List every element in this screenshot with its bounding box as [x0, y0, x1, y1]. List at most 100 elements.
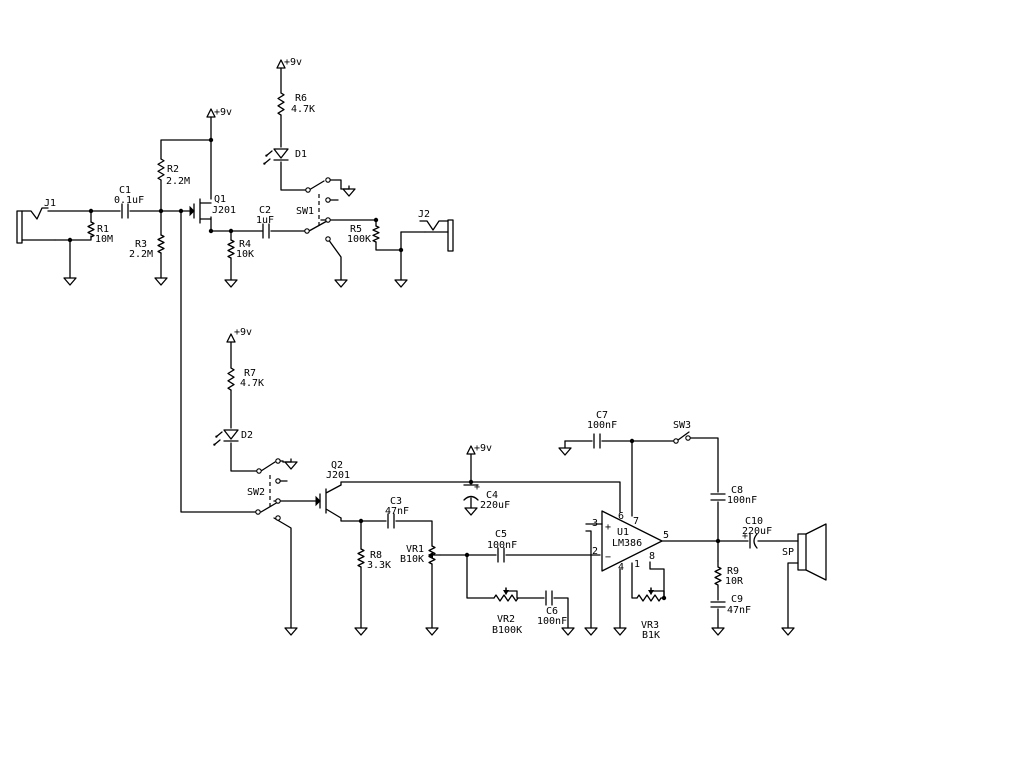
ground-icon — [224, 279, 238, 288]
resistor-icon — [157, 234, 165, 254]
component-ref: C2 — [259, 205, 271, 216]
pin-number: 8 — [649, 551, 655, 562]
led-icon — [223, 429, 239, 442]
led-d2: D2 — [213, 429, 253, 446]
resistor-icon — [227, 367, 235, 391]
supply-9v-d1: +9v — [276, 57, 302, 69]
switch-icon — [308, 180, 328, 232]
potentiometer-icon — [636, 594, 662, 602]
component-ref: C1 — [119, 185, 131, 196]
junction-dots — [67, 137, 721, 601]
component-value: 100nF — [727, 495, 757, 506]
ground-icon — [584, 627, 598, 636]
component-value: 10R — [725, 576, 744, 587]
component-value: 1uF — [256, 215, 274, 226]
jfet-icon — [199, 198, 212, 224]
jfet-icon — [325, 484, 342, 519]
ground-icon — [464, 507, 478, 516]
capacitor-icon — [497, 547, 505, 563]
polarity-mark: + — [474, 482, 480, 493]
resistor-r4: R4 10K — [227, 239, 254, 260]
component-ref: SW1 — [296, 206, 314, 217]
capacitor-icon — [710, 493, 726, 501]
pin-number: 3 — [592, 518, 598, 529]
component-value: B100K — [492, 625, 522, 636]
capacitor-icon — [545, 590, 553, 606]
component-ref: C3 — [390, 496, 402, 507]
capacitor-c6: C6 100nF — [537, 590, 567, 627]
led-icon — [273, 148, 289, 161]
ground-icon — [561, 627, 575, 636]
capacitor-c8: C8 100nF — [710, 485, 757, 506]
opamp-u1: + − 3 2 6 7 5 8 4 1 U1 LM386 — [585, 510, 669, 573]
component-value: 4.7K — [240, 378, 264, 389]
component-value: 100nF — [537, 616, 567, 627]
resistor-icon — [157, 158, 165, 181]
jack-j2: J2 — [418, 209, 454, 252]
component-value: J201 — [212, 205, 236, 216]
potentiometer-icon — [428, 552, 433, 558]
power-arrow-icon — [466, 445, 476, 455]
supply-label: +9v — [474, 443, 492, 454]
jack-icon — [419, 220, 449, 231]
component-ref: C4 — [486, 490, 498, 501]
supply-9v-q1: +9v — [206, 107, 232, 118]
ground-icon — [354, 627, 368, 636]
switch-sw2: SW2 — [247, 458, 288, 521]
resistor-r3: R3 2.2M — [129, 234, 165, 260]
capacitor-icon — [753, 533, 758, 549]
pin-number: 1 — [634, 559, 640, 570]
pin-plus: + — [605, 522, 611, 533]
component-ref: R9 — [727, 566, 739, 577]
component-ref: R7 — [244, 368, 256, 379]
component-ref: J1 — [44, 198, 56, 209]
resistor-r2: R2 2.2M — [157, 158, 190, 187]
ground-icon — [63, 277, 77, 286]
component-ref: VR2 — [497, 614, 515, 625]
speaker-sp: SP — [782, 523, 827, 581]
polarity-mark: + — [742, 531, 748, 542]
component-value: 220uF — [480, 500, 510, 511]
component-ref: SW2 — [247, 487, 265, 498]
component-value: 47nF — [727, 605, 751, 616]
jack-icon — [21, 207, 49, 220]
component-ref: VR3 — [641, 620, 659, 631]
component-value: J201 — [326, 470, 350, 481]
potentiometer-icon — [503, 590, 509, 595]
component-ref: D1 — [295, 149, 307, 160]
capacitor-c7: C7 100nF — [587, 410, 617, 449]
component-value: 4.7K — [291, 104, 315, 115]
led-d1: D1 — [263, 148, 307, 165]
capacitor-icon — [121, 203, 129, 219]
switch-sw3: SW3 — [673, 420, 691, 444]
power-arrow-icon — [206, 108, 216, 118]
jfet-icon — [189, 205, 195, 217]
resistor-r6: R6 4.7K — [277, 92, 315, 116]
resistor-icon — [357, 548, 365, 568]
opamp-icon — [601, 510, 663, 572]
led-icon — [263, 154, 268, 165]
supply-9v-c4: +9v — [466, 443, 492, 455]
component-ref: R8 — [370, 550, 382, 561]
power-arrow-icon — [226, 333, 236, 343]
ground-symbols — [63, 185, 795, 636]
ground-icon — [711, 627, 725, 636]
switch-icon — [677, 431, 690, 441]
potentiometer-vr1: VR1 B10K — [400, 544, 441, 565]
pin-number: 2 — [592, 546, 598, 557]
capacitor-c1: C1 0.1uF — [114, 185, 144, 219]
component-ref: C10 — [745, 516, 763, 527]
component-value: 100K — [347, 234, 371, 245]
component-ref: U1 — [617, 527, 629, 538]
component-ref: R5 — [350, 224, 362, 235]
jfet-q2: Q2 J201 — [315, 460, 350, 519]
component-value: 100nF — [587, 420, 617, 431]
supply-9v-d2: +9v — [226, 327, 252, 343]
component-ref: SP — [782, 547, 794, 558]
resistor-icon — [87, 221, 95, 238]
component-value: 10M — [95, 234, 113, 245]
ground-icon — [394, 279, 408, 288]
resistor-r9: R9 10R — [714, 560, 744, 588]
capacitor-c3: C3 47nF — [385, 496, 409, 529]
capacitor-icon — [593, 433, 601, 449]
